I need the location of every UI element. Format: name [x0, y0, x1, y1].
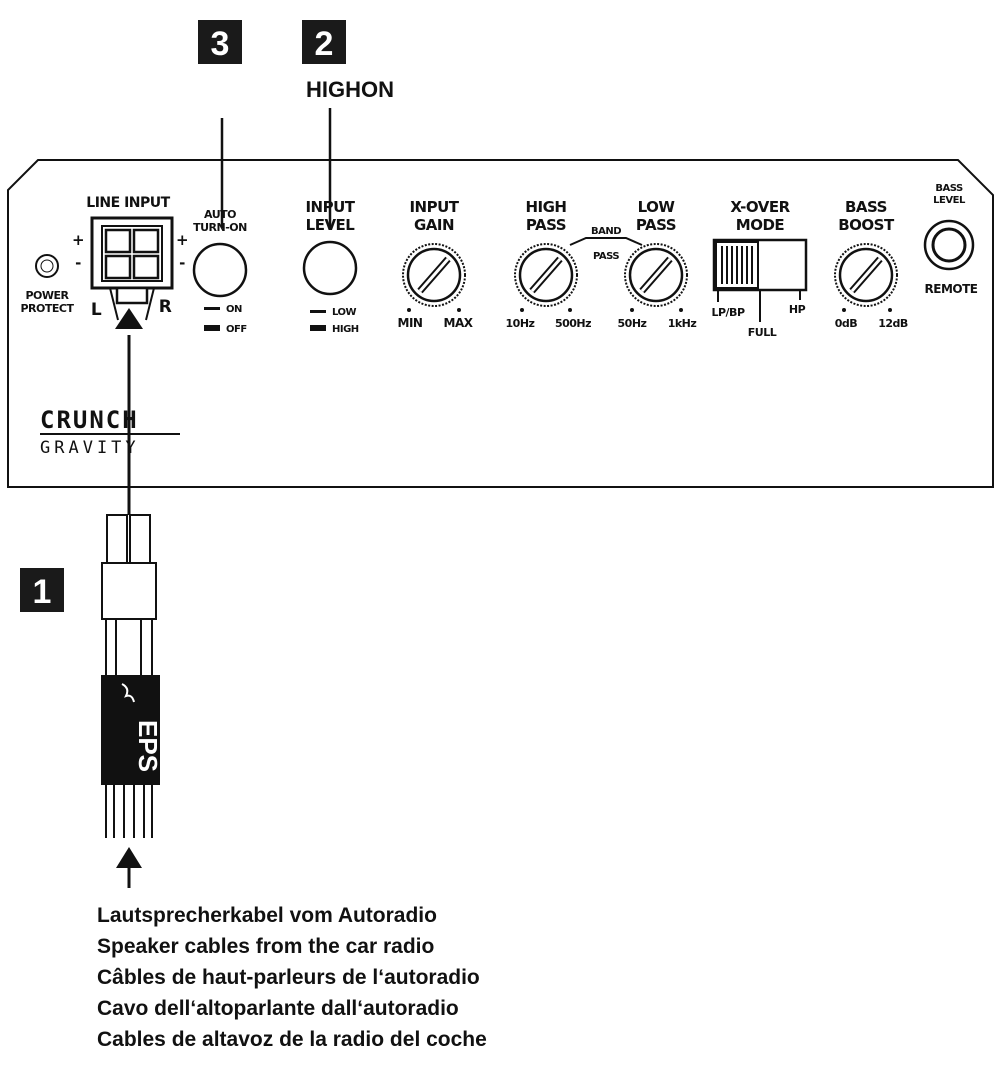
lp-1khz-label: 1kHz	[668, 317, 697, 330]
eps-cable-sleeve: EPS	[101, 675, 163, 785]
bass-level-label-2: LEVEL	[933, 195, 966, 206]
eps-logo-text: EPS	[133, 720, 163, 772]
input-gain-label-2: GAIN	[414, 216, 454, 234]
low-label: LOW	[332, 307, 357, 318]
hp-label: HP	[789, 303, 806, 316]
protect-label: PROTECT	[21, 302, 75, 315]
low-pass-label-1: LOW	[638, 198, 676, 216]
high-pass-label-1: HIGH	[525, 198, 566, 216]
gain-min-label: MIN	[398, 316, 423, 330]
gravity-logo-text: GRAVITY	[40, 438, 140, 458]
callout-2: 2	[302, 20, 346, 64]
line-input-label: LINE INPUT	[86, 195, 170, 211]
high-pass-knob[interactable]	[514, 243, 578, 307]
speaker-connector-plug	[101, 514, 157, 620]
auto-label: AUTO	[204, 208, 236, 221]
lp-50hz-label: 50Hz	[618, 317, 647, 330]
high-position-marker	[310, 325, 326, 331]
crunch-logo-text: CRUNCH	[40, 406, 139, 434]
lp-1khz-dot	[679, 308, 683, 312]
right-plus-sign: +	[176, 231, 188, 249]
highon-label: HIGHON	[306, 77, 394, 102]
right-minus-sign: -	[179, 254, 185, 272]
turn-on-label: TURN-ON	[193, 221, 247, 234]
xover-label-1: X-OVER	[730, 198, 790, 216]
low-pass-label-2: PASS	[636, 216, 676, 234]
band-label: BAND	[591, 226, 621, 237]
low-position-marker	[310, 310, 326, 313]
power-label: POWER	[25, 289, 69, 302]
socket-guide-left	[109, 287, 119, 321]
bb-12db-dot	[888, 308, 892, 312]
high-label: HIGH	[332, 324, 359, 335]
xover-label-2: MODE	[736, 216, 785, 234]
input-level-label-1: INPUT	[305, 198, 355, 216]
hp-500hz-dot	[568, 308, 572, 312]
caption-german: Lautsprecherkabel vom Autoradio	[97, 904, 437, 927]
band-pass-label: PASS	[593, 251, 619, 262]
cable-arrow-head	[116, 847, 142, 868]
input-level-button[interactable]	[302, 240, 358, 296]
bass-boost-label-2: BOOST	[838, 216, 895, 234]
callout-1-label: 1	[33, 573, 52, 611]
left-channel-label: L	[91, 300, 102, 320]
socket-guide-right	[145, 287, 155, 321]
band-pass-bracket	[569, 237, 643, 246]
bass-boost-label-1: BASS	[845, 198, 887, 216]
bass-level-label-1: BASS	[935, 183, 963, 194]
bb-0db-dot	[842, 308, 846, 312]
lp-50hz-dot	[630, 308, 634, 312]
left-plus-sign: +	[72, 231, 84, 249]
gain-max-label: MAX	[444, 316, 474, 330]
remote-label: REMOTE	[925, 282, 978, 296]
bb-0db-label: 0dB	[835, 317, 858, 330]
bb-12db-label: 12dB	[878, 317, 908, 330]
plug-arrow-head	[115, 308, 143, 329]
callout-1: 1	[20, 568, 64, 612]
right-channel-label: R	[159, 297, 172, 317]
callout-3: 3	[198, 20, 242, 64]
lpbp-label: LP/BP	[711, 306, 744, 319]
bass-boost-knob[interactable]	[834, 243, 898, 307]
on-label: ON	[226, 304, 242, 315]
high-pass-label-2: PASS	[526, 216, 566, 234]
xover-mode-switch[interactable]	[712, 238, 808, 292]
off-position-marker	[204, 325, 220, 331]
line-input-socket[interactable]	[90, 216, 174, 305]
hp-10hz-dot	[520, 308, 524, 312]
caption-spanish: Cables de altavoz de la radio del coche	[97, 1028, 487, 1051]
gain-max-dot	[457, 308, 461, 312]
callout-2-label: 2	[315, 25, 334, 63]
off-label: OFF	[226, 324, 247, 335]
left-minus-sign: -	[75, 254, 81, 272]
input-gain-knob[interactable]	[402, 243, 466, 307]
caption-italian: Cavo dell‘altoparlante dall‘autoradio	[97, 997, 459, 1020]
low-pass-knob[interactable]	[624, 243, 688, 307]
hp-500hz-label: 500Hz	[555, 317, 591, 330]
power-protect-led	[35, 254, 59, 278]
input-gain-label-1: INPUT	[409, 198, 459, 216]
full-label: FULL	[748, 326, 777, 339]
input-level-label-2: LEVEL	[306, 216, 356, 234]
gain-min-dot	[407, 308, 411, 312]
callout-3-label: 3	[211, 25, 230, 63]
hp-10hz-label: 10Hz	[506, 317, 535, 330]
on-position-marker	[204, 307, 220, 310]
eps-logo-icon	[121, 683, 135, 703]
remote-jack[interactable]	[923, 219, 975, 271]
caption-french: Câbles de haut-parleurs de l‘autoradio	[97, 966, 480, 989]
amplifier-panel	[7, 159, 994, 488]
speaker-wires	[105, 619, 153, 838]
auto-turn-on-button[interactable]	[192, 242, 248, 298]
caption-english: Speaker cables from the car radio	[97, 935, 435, 958]
